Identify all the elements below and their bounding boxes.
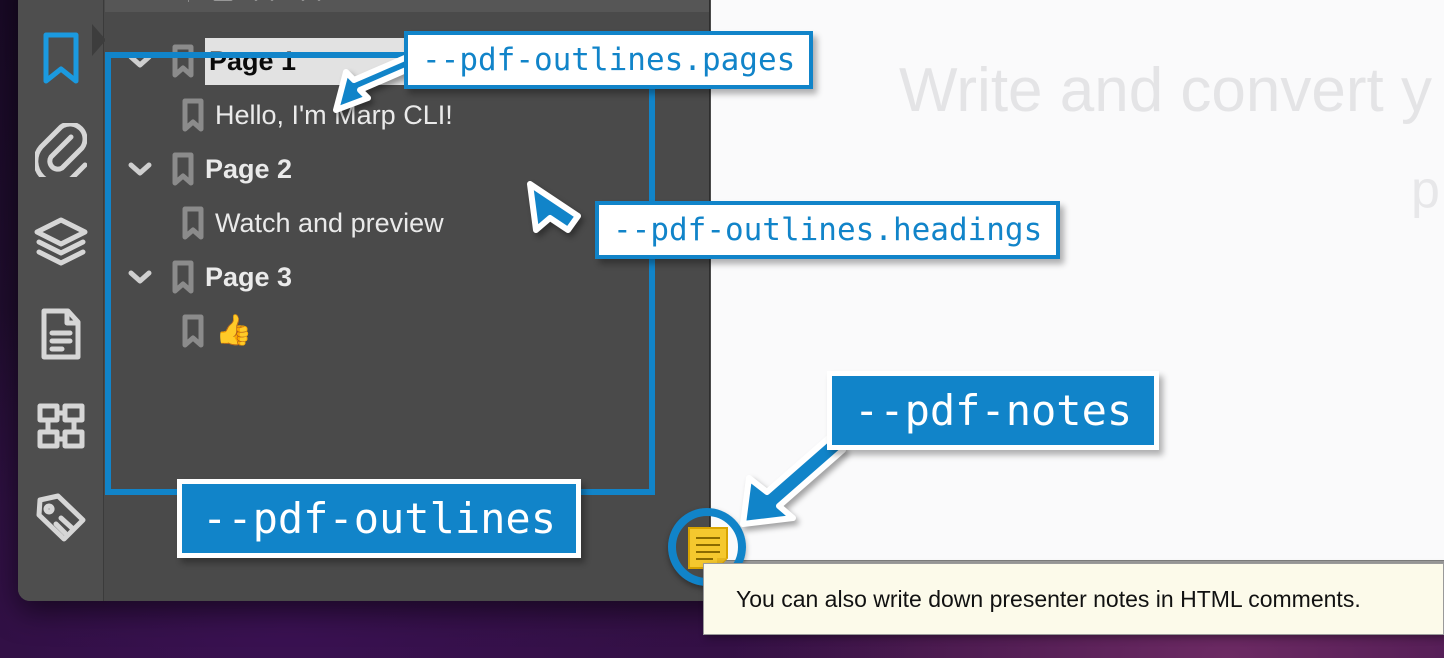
bookmark-icon bbox=[161, 44, 205, 78]
sidebar-item-bookmarks[interactable] bbox=[18, 12, 104, 104]
edit-bookmark-button[interactable] bbox=[297, 0, 341, 8]
bookmarks-toolbar bbox=[105, 0, 709, 12]
bookmark-add-icon bbox=[250, 0, 292, 6]
tree-row-label: Hello, I'm Marp CLI! bbox=[215, 99, 453, 130]
toolbar-separator bbox=[188, 0, 189, 2]
list-options-icon bbox=[125, 0, 159, 5]
callout-pdf-outlines: --pdf-outlines bbox=[177, 479, 582, 558]
trash-icon bbox=[208, 0, 238, 6]
tree-row-label-hit: Watch and preview bbox=[215, 202, 444, 245]
bookmark-icon bbox=[171, 206, 215, 240]
sidebar-item-tags[interactable] bbox=[18, 472, 104, 564]
tree-row[interactable]: Hello, I'm Marp CLI! bbox=[105, 88, 709, 142]
pdf-outlines-highlight-box bbox=[105, 52, 655, 495]
bookmark-icon bbox=[38, 31, 84, 85]
tree-row-label-hit: 👍 bbox=[215, 310, 252, 352]
document-icon bbox=[38, 307, 84, 361]
sidebar-item-attachments[interactable] bbox=[18, 104, 104, 196]
tree-row-label-hit: Hello, I'm Marp CLI! bbox=[215, 94, 453, 137]
active-panel-notch bbox=[92, 24, 106, 56]
tree-row-label: Page 2 bbox=[205, 153, 293, 184]
delete-button[interactable] bbox=[201, 0, 245, 8]
tree-row[interactable]: 👍 bbox=[105, 304, 709, 358]
layers-icon bbox=[33, 216, 89, 268]
pdf-preview-pane[interactable]: Write and convert y p bbox=[711, 0, 1444, 601]
sidebar-item-pages[interactable] bbox=[18, 288, 104, 380]
tree-row[interactable]: Page 3 bbox=[105, 250, 709, 304]
preview-heading-text: Write and convert y bbox=[899, 56, 1432, 125]
options-menu-button[interactable] bbox=[125, 0, 176, 8]
sidebar-item-layers[interactable] bbox=[18, 196, 104, 288]
tree-row[interactable]: Watch and preview bbox=[105, 196, 709, 250]
bookmark-icon bbox=[171, 314, 215, 348]
sidebar-item-signatures[interactable] bbox=[18, 380, 104, 472]
bookmark-icon bbox=[171, 98, 215, 132]
preview-sub-text: p bbox=[1411, 161, 1440, 219]
add-bookmark-button[interactable] bbox=[249, 0, 293, 8]
chevron-down-icon[interactable] bbox=[119, 52, 161, 70]
callout-pdf-notes: --pdf-notes bbox=[827, 371, 1160, 450]
paperclip-icon bbox=[35, 123, 87, 177]
callout-pdf-outlines-pages: --pdf-outlines.pages bbox=[404, 31, 814, 89]
callout-arrow-headings bbox=[524, 178, 598, 236]
tag-icon bbox=[34, 492, 88, 544]
sidebar-icon-rail bbox=[18, 0, 104, 601]
tree-row-label-hit: Page 3 bbox=[205, 256, 292, 299]
tree-row-label: Page 1 bbox=[209, 45, 297, 76]
crop-icon bbox=[35, 400, 87, 452]
tree-row-label-hit: Page 2 bbox=[205, 148, 292, 191]
presenter-note-tooltip: You can also write down presenter notes … bbox=[703, 563, 1444, 635]
thumbs-up-icon: 👍 bbox=[215, 314, 253, 347]
tree-row-label: Page 3 bbox=[205, 261, 293, 292]
callout-pdf-outlines-headings: --pdf-outlines.headings bbox=[595, 201, 1061, 259]
chevron-down-icon[interactable] bbox=[119, 160, 161, 178]
tree-row-label: Watch and preview bbox=[215, 207, 444, 238]
presenter-note-text: You can also write down presenter notes … bbox=[736, 585, 1361, 612]
bookmark-icon bbox=[161, 152, 205, 186]
chevron-down-icon[interactable] bbox=[119, 268, 161, 286]
bookmark-edit-icon bbox=[298, 0, 340, 6]
bookmark-icon bbox=[161, 260, 205, 294]
tree-row[interactable]: Page 2 bbox=[105, 142, 709, 196]
